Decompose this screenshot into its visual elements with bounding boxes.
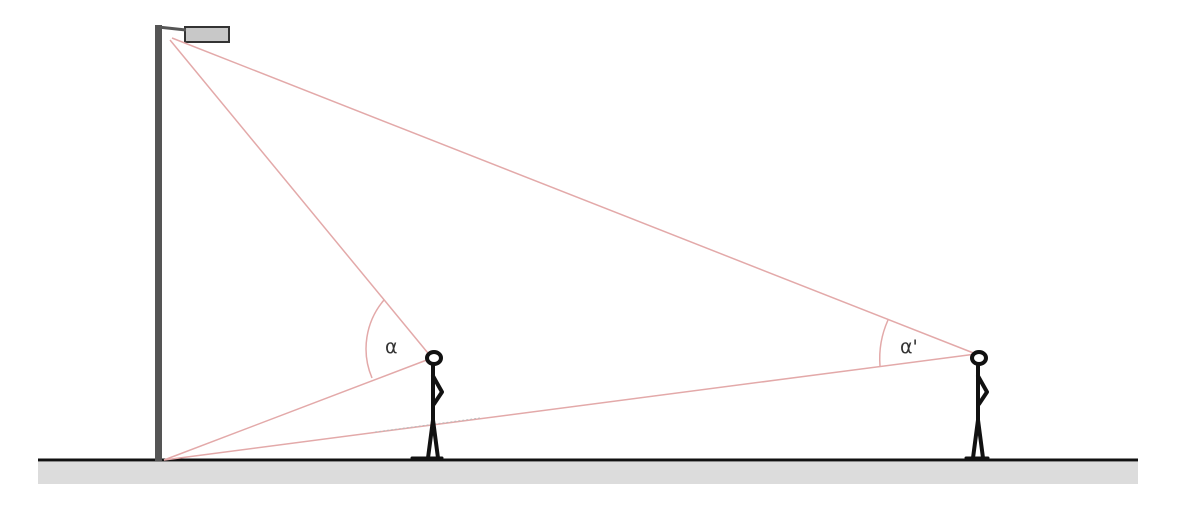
sight-line-hidden-segment bbox=[374, 417, 481, 433]
sight-line-base-far bbox=[163, 353, 977, 461]
lamp-pole bbox=[155, 25, 162, 461]
sight-lines bbox=[163, 37, 977, 461]
sight-line-lamp-near bbox=[169, 39, 433, 359]
near-person-icon bbox=[410, 350, 444, 460]
far-person-icon bbox=[964, 350, 990, 460]
angle-label-near: α bbox=[385, 336, 398, 358]
sight-line-lamp-far bbox=[171, 37, 977, 355]
angle-arc-near bbox=[365, 299, 385, 379]
lamp-arm bbox=[157, 25, 187, 32]
angle-arc-far bbox=[878, 319, 889, 367]
ground-band bbox=[38, 462, 1138, 484]
sight-line-base-near bbox=[163, 357, 433, 461]
lamp-head-icon bbox=[184, 26, 230, 43]
angle-label-far: α' bbox=[900, 336, 918, 358]
